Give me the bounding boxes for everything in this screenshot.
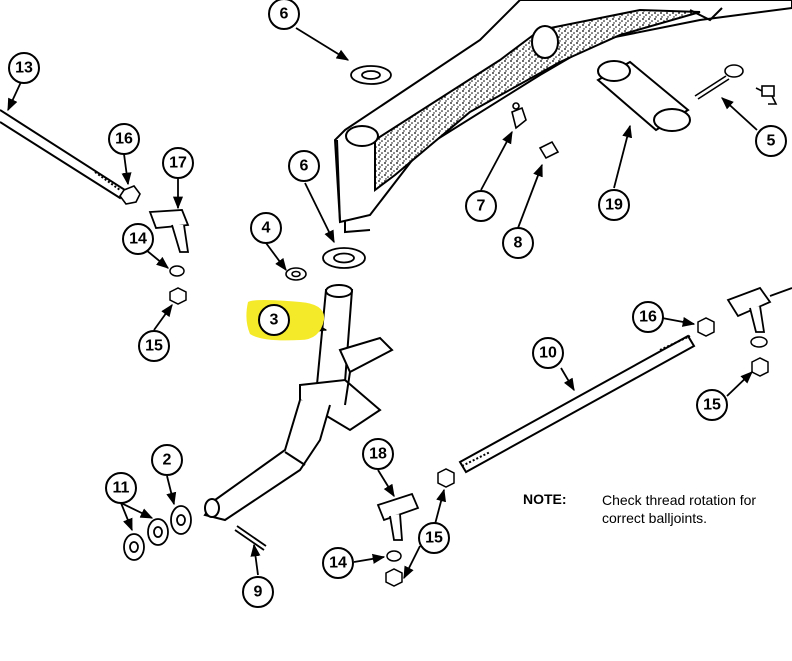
cotter-pin [234,525,267,551]
callout-8: 8 [502,227,534,259]
svg-text:4: 4 [262,220,271,237]
tie-rod-right [458,334,696,474]
ball-joint-17 [148,209,190,253]
washer-lower [322,247,366,269]
svg-text:19: 19 [605,197,623,214]
callout-5: 5 [755,125,787,157]
callout-11: 11 [105,472,137,504]
svg-text:2: 2 [163,452,172,469]
svg-text:9: 9 [254,584,263,601]
svg-text:16: 16 [115,131,133,148]
nut-15c [385,568,403,587]
washer-14b [386,550,402,562]
callout-3: 3 [258,304,290,336]
svg-text:16: 16 [639,309,657,326]
svg-text:7: 7 [477,198,486,215]
callout-7: 7 [465,190,497,222]
pivot-sleeve [596,60,691,132]
callout-19: 19 [598,189,630,221]
svg-text:6: 6 [300,158,309,175]
note-label: NOTE: [523,491,567,507]
callout-13: 13 [8,52,40,84]
grease-fitting [511,102,527,130]
callout-14-left: 14 [122,223,154,255]
nut-15a [169,287,187,305]
ball-joint-18 [376,492,420,541]
callout-15-right: 15 [696,389,728,421]
nut-15b [751,357,769,377]
callout-9: 9 [242,576,274,608]
svg-text:5: 5 [767,133,776,150]
callout-6-lower: 6 [288,150,320,182]
svg-text:15: 15 [703,397,721,414]
nut-16a [119,185,141,205]
svg-text:14: 14 [329,555,347,572]
callout-15-bottom: 15 [418,522,450,554]
svg-text:15: 15 [145,338,163,355]
nut-middle [437,468,455,488]
svg-text:3: 3 [270,312,279,329]
callout-16-left: 16 [108,123,140,155]
washer-small [285,267,307,281]
svg-text:14: 14 [129,231,147,248]
callout-15-left: 15 [138,330,170,362]
washers-11-2 [123,505,192,561]
callout-4: 4 [250,212,282,244]
svg-text:15: 15 [425,530,443,547]
callout-6-top: 6 [268,0,300,30]
svg-text:10: 10 [539,345,557,362]
svg-text:6: 6 [280,6,289,23]
axle-beam [333,0,792,234]
washer-top [350,65,392,85]
svg-text:8: 8 [514,235,523,252]
callout-17: 17 [162,147,194,179]
svg-text:17: 17 [169,155,187,172]
callout-2: 2 [151,444,183,476]
callout-16-right: 16 [632,301,664,333]
svg-text:18: 18 [369,446,387,463]
tie-rod-left [0,109,127,200]
washer-14a [169,265,185,277]
spindle [203,284,394,522]
washer-right [750,336,768,348]
callout-14-bottom: 14 [322,547,354,579]
note-text: Check thread rotation for correct balljo… [602,492,757,526]
svg-text:13: 13 [15,60,33,77]
leader-lines [7,27,758,580]
ball-joint-right [726,286,792,333]
svg-text:11: 11 [113,480,130,497]
bolt-pin [694,64,778,105]
bushing [538,140,560,160]
callout-18: 18 [362,438,394,470]
nut-16b [697,317,715,337]
callout-10: 10 [532,337,564,369]
